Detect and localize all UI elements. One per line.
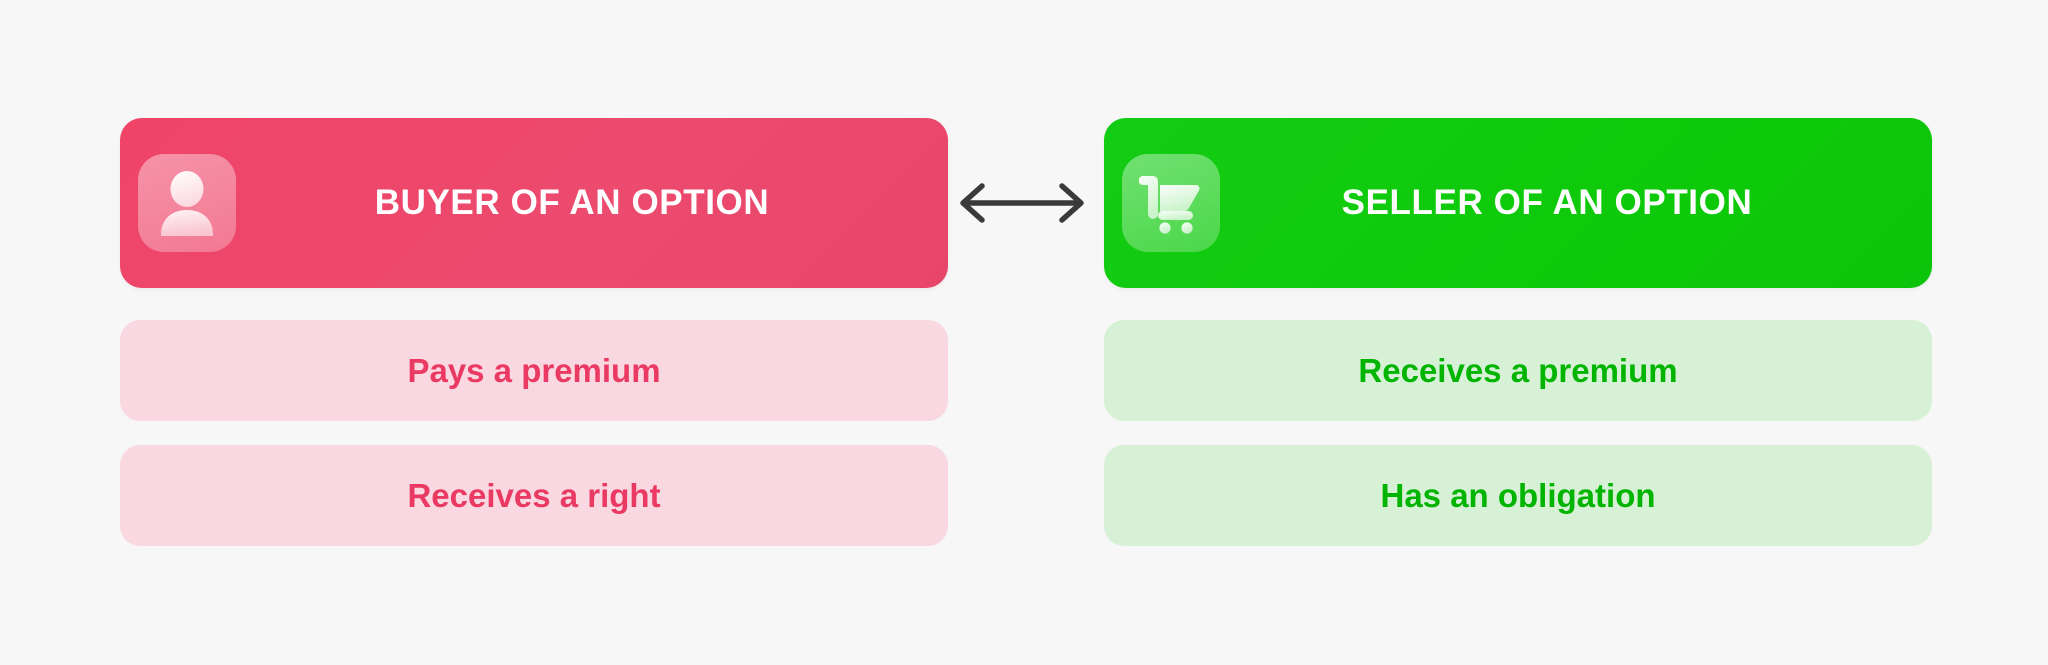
buyer-title: BUYER OF AN OPTION: [374, 183, 770, 222]
seller-attribute-label-1: Receives a premium: [1358, 351, 1678, 389]
buyer-header-card[interactable]: BUYER OF AN OPTION: [120, 118, 948, 288]
seller-icon-tile: [1122, 154, 1220, 252]
buyer-attribute-row-1[interactable]: Pays a premium: [120, 320, 948, 421]
buyer-icon-tile: [138, 154, 236, 252]
comparison-column-buyer: BUYER OF AN OPTION Pays a premium Receiv…: [120, 118, 948, 546]
seller-header-card[interactable]: SELLER OF AN OPTION: [1104, 118, 1932, 288]
buyer-attribute-label-1: Pays a premium: [407, 351, 661, 389]
comparison-column-seller: SELLER OF AN OPTION Receives a premium H…: [1104, 118, 1932, 546]
buyer-attribute-label-2: Receives a right: [407, 476, 661, 514]
shopping-cart-icon: [1139, 172, 1203, 234]
buyer-attribute-row-2[interactable]: Receives a right: [120, 445, 948, 546]
seller-attribute-label-2: Has an obligation: [1380, 476, 1656, 514]
double-headed-arrow-icon: [952, 178, 1092, 228]
seller-title: SELLER OF AN OPTION: [1341, 183, 1753, 222]
seller-attribute-row-1[interactable]: Receives a premium: [1104, 320, 1932, 421]
seller-attribute-row-2[interactable]: Has an obligation: [1104, 445, 1932, 546]
person-icon: [156, 170, 218, 236]
